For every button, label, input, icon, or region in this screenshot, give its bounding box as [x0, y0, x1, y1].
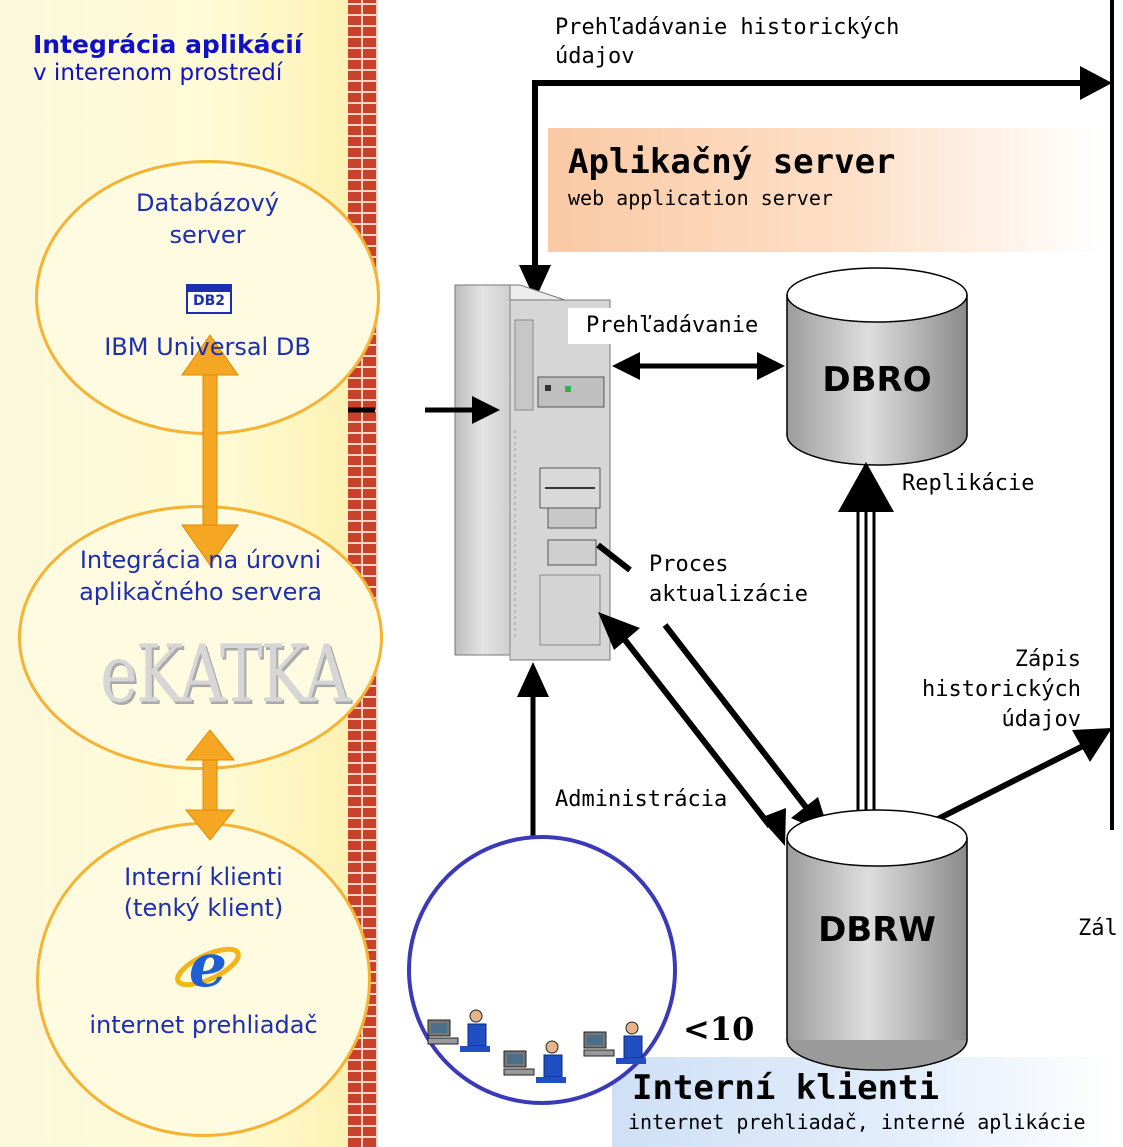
dbrw-database-cylinder [786, 809, 968, 1071]
history-search-label-2: údajov [555, 44, 635, 69]
replication-label: Replikácie [902, 471, 1035, 496]
int-node-label-1: Integrácia na úrovni [79, 546, 322, 574]
app-server-panel [548, 128, 1103, 252]
sidebar-connector-arrows [181, 334, 239, 841]
history-search-arrow [519, 66, 1112, 300]
dbro-database-cylinder [786, 267, 968, 466]
update-process-label-2: aktualizácie [649, 582, 808, 607]
dbro-label: DBRO [822, 360, 932, 400]
client-node-label-1: Interní klienti [124, 863, 283, 891]
db2-icon: DB2 [186, 284, 232, 314]
update-process-label-1: Proces [649, 552, 729, 577]
sidebar-subtitle: v interenom prostredí [33, 60, 283, 86]
internal-clients-title: Interní klienti [632, 1068, 940, 1108]
db-node-label-1: Databázový [136, 189, 279, 217]
server-tower-icon [454, 284, 611, 661]
svg-text:e: e [189, 932, 227, 998]
int-node-label-2: aplikačného servera [79, 578, 322, 606]
internal-clients-panel [612, 1057, 1117, 1147]
backup-label-partial: Zál [1078, 916, 1118, 941]
dbrw-label: DBRW [818, 910, 936, 950]
replication-arrow [838, 462, 894, 830]
search-label: Prehľadávanie [568, 308, 777, 344]
administration-arrow [598, 612, 786, 846]
workstation-icon [503, 1040, 566, 1083]
db-product-label: IBM Universal DB [104, 333, 311, 361]
client-node-label-2: (tenký klient) [123, 894, 284, 922]
history-search-label-1: Prehľadávanie historických [555, 15, 900, 40]
workstation-icon [427, 1009, 490, 1052]
internal-clients-subtitle: internet prehliadač, interné aplikácie [628, 1110, 1086, 1134]
history-write-label-1: Zápis [1014, 647, 1081, 672]
administration-label: Administrácia [555, 787, 728, 812]
app-server-title: Aplikačný server [568, 142, 896, 182]
search-double-arrow [612, 352, 785, 380]
client-count-label: <10 [683, 1010, 755, 1048]
history-write-label-2: historických [922, 677, 1081, 702]
right-boundary-line [1110, 0, 1114, 830]
sidebar-title: Integrácia aplikácií [33, 30, 303, 59]
history-write-arrow [910, 728, 1112, 835]
internet-explorer-icon: e [175, 932, 241, 998]
history-write-label-3: údajov [1001, 707, 1081, 732]
workstation-icon [583, 1021, 646, 1064]
app-server-subtitle: web application server [568, 186, 833, 210]
firewall-to-server-arrow [348, 396, 500, 424]
db-node-label-2: server [169, 221, 246, 249]
browser-label: internet prehliadač [89, 1011, 318, 1039]
